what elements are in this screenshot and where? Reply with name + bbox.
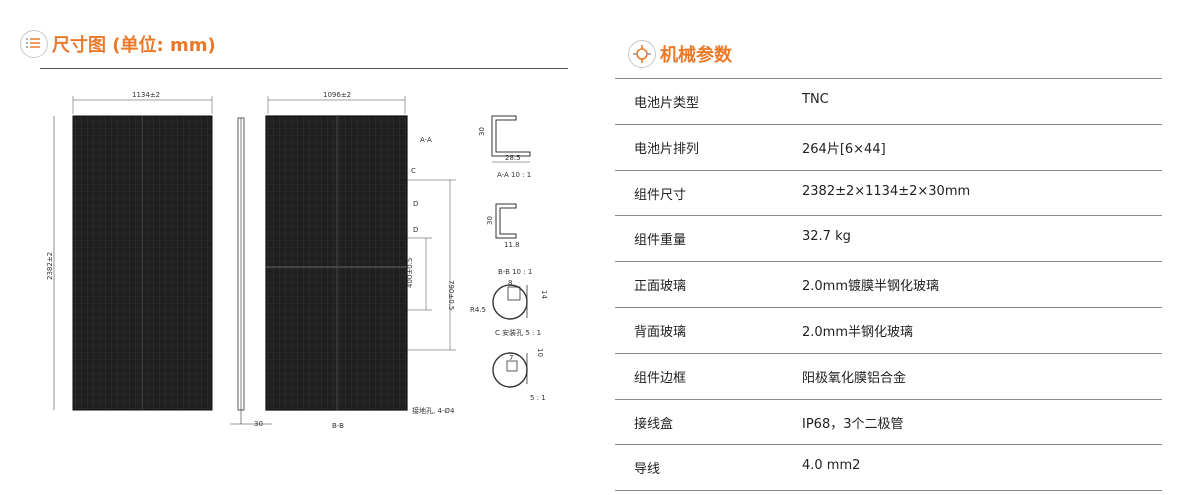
detail-aa: 30 28.5 A-A 10 : 1 xyxy=(478,115,531,179)
marker-d-lower: D xyxy=(413,226,418,234)
table-row: 导线 4.0 mm2 xyxy=(615,444,1162,491)
spec-label: 组件尺寸 xyxy=(634,187,687,203)
back-inner-height-label: 790±0.5 xyxy=(447,280,455,310)
detail-d: 7 10 5 : 1 xyxy=(492,348,546,402)
svg-text:R4.5: R4.5 xyxy=(470,306,486,314)
gear-tools-icon xyxy=(628,40,656,68)
side-thickness-label: 30 xyxy=(254,420,263,428)
table-row: 组件尺寸 2382±2×1134±2×30mm xyxy=(615,170,1162,216)
table-row: 背面玻璃 2.0mm半钢化玻璃 xyxy=(615,307,1162,353)
spec-label: 电池片类型 xyxy=(634,96,700,111)
svg-text:B-B 10 : 1: B-B 10 : 1 xyxy=(498,268,532,276)
spec-value: 4.0 mm2 xyxy=(802,458,861,474)
detail-c: 8 14 R4.5 C 安装孔 5 : 1 xyxy=(470,279,548,337)
spec-value: 264片[6×44] xyxy=(802,141,886,157)
svg-text:A-A 10 : 1: A-A 10 : 1 xyxy=(497,171,531,179)
spec-label: 导线 xyxy=(634,462,661,478)
dimensions-header: 尺寸图 (单位: mm) xyxy=(20,30,216,58)
marker-d-upper: D xyxy=(413,200,418,208)
spec-label: 接线盒 xyxy=(634,416,674,432)
svg-text:14: 14 xyxy=(540,290,548,299)
spec-value: 2382±2×1134±2×30mm xyxy=(802,183,971,199)
mechanical-title: 机械参数 xyxy=(660,45,732,66)
ground-hole-label: 接地孔, 4-Ø4 xyxy=(412,406,455,415)
detail-bb: 30 11.8 B-B 10 : 1 xyxy=(486,203,532,276)
svg-text:7: 7 xyxy=(509,354,513,362)
svg-text:10: 10 xyxy=(536,348,544,357)
spec-value: 2.0mm半钢化玻璃 xyxy=(802,324,914,340)
front-width-label: 1134±2 xyxy=(132,91,160,99)
ruler-list-icon xyxy=(20,30,48,58)
table-row: 组件边框 阳极氧化膜铝合金 xyxy=(615,353,1162,399)
mechanical-spec-table: 电池片类型 TNC 电池片排列 264片[6×44] 组件尺寸 2382±2×1134… xyxy=(615,78,1162,491)
dimensions-divider xyxy=(40,68,568,69)
svg-text:C 安装孔 5 : 1: C 安装孔 5 : 1 xyxy=(495,328,541,337)
dimension-drawing: 1134±2 2382±2 30 1096±2 790±0.5 400±0.5 … xyxy=(46,91,548,430)
spec-label: 组件重量 xyxy=(634,233,687,249)
spec-label: 正面玻璃 xyxy=(634,279,687,295)
mechanical-header: 机械参数 xyxy=(628,40,732,68)
spec-label: 背面玻璃 xyxy=(634,324,687,340)
marker-c: C xyxy=(411,167,416,175)
dimensions-title: 尺寸图 (单位: mm) xyxy=(52,35,216,56)
table-row: 接线盒 IP68，3个二极管 xyxy=(615,399,1162,445)
svg-text:5 : 1: 5 : 1 xyxy=(530,394,546,402)
table-row: 组件重量 32.7 kg xyxy=(615,215,1162,262)
table-row: 电池片排列 264片[6×44] xyxy=(615,124,1162,170)
spec-value: TNC xyxy=(802,92,829,107)
front-view: 1134±2 2382±2 xyxy=(46,91,213,411)
table-row: 正面玻璃 2.0mm镀膜半钢化玻璃 xyxy=(615,261,1162,308)
back-width-label: 1096±2 xyxy=(323,91,351,99)
section-bb-label: B-B xyxy=(332,422,344,430)
side-view: 30 xyxy=(230,117,272,428)
spec-label: 电池片排列 xyxy=(634,141,700,157)
marker-aa: A-A xyxy=(420,136,432,144)
spec-value: 2.0mm镀膜半钢化玻璃 xyxy=(802,279,940,295)
front-height-label: 2382±2 xyxy=(46,252,54,280)
svg-text:11.8: 11.8 xyxy=(504,241,520,249)
svg-text:8: 8 xyxy=(508,279,512,287)
spec-value: IP68，3个二极管 xyxy=(802,416,904,432)
svg-text:30: 30 xyxy=(486,216,494,225)
spec-value: 32.7 kg xyxy=(802,229,851,245)
svg-text:30: 30 xyxy=(478,127,486,136)
svg-text:28.5: 28.5 xyxy=(505,154,521,162)
back-hole-spacing-label: 400±0.5 xyxy=(406,258,414,288)
spec-label: 组件边框 xyxy=(634,370,687,386)
back-view: 1096±2 790±0.5 400±0.5 A-A C D D B-B 接地孔… xyxy=(265,91,456,430)
spec-value: 阳极氧化膜铝合金 xyxy=(802,370,907,386)
table-row: 电池片类型 TNC xyxy=(615,78,1162,125)
